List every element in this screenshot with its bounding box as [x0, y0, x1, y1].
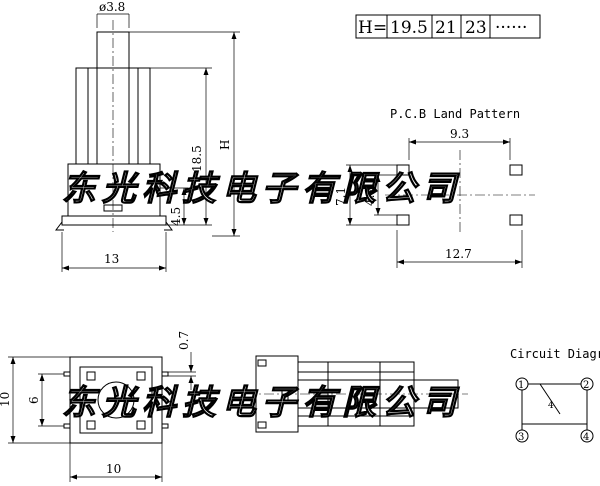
height-value-more: ······: [495, 18, 527, 38]
pin-offset-label: 0.7: [177, 331, 191, 350]
circuit-pin-1: 1: [518, 380, 524, 391]
circuit-pin-4: 4: [583, 432, 589, 443]
height-table: H= 19.5 21 23 ······: [355, 14, 541, 39]
circuit-pin-3: 3: [518, 432, 524, 443]
front-view: ø3.8 13 18.5 H 4.5: [55, 0, 240, 272]
watermark-lower: 东光科技电子有限公司: [62, 383, 462, 423]
circuit-switch-label: 4: [548, 401, 554, 411]
total-height-label: H: [218, 140, 232, 150]
pcb-outer-span-label: 12.7: [445, 247, 472, 261]
pcb-row-pitch-outer-label: 7.1: [334, 187, 348, 206]
pcb-row-pitch-inner-label: 4.9: [363, 187, 377, 206]
side-view: [246, 355, 468, 433]
bottom-view: 10 6 10 0.7: [0, 331, 196, 482]
bottom-inner-height-label: 6: [27, 396, 41, 404]
shaft-height-label: 18.5: [190, 145, 204, 172]
body-width-label: 13: [104, 252, 119, 266]
circuit-diagram: Circuit Diagram 1 2 3 4 4: [510, 347, 600, 443]
base-height-label: 4.5: [169, 207, 183, 226]
height-table-label: H=: [358, 18, 387, 38]
watermark-upper: 东光科技电子有限公司: [62, 169, 462, 209]
pcb-title: P.C.B Land Pattern: [390, 107, 520, 121]
shaft-diameter-label: ø3.8: [99, 0, 125, 14]
bottom-width-label: 10: [106, 462, 121, 476]
bottom-outer-height-label: 10: [0, 392, 12, 407]
watermark: 东光科技电子有限公司 东光科技电子有限公司: [61, 168, 462, 423]
pcb-inner-span-label: 9.3: [450, 127, 469, 141]
height-value-1: 19.5: [390, 18, 428, 38]
pcb-land-pattern: P.C.B Land Pattern 9.3 12.7 7.1 4.9: [334, 107, 535, 268]
height-value-2: 21: [435, 18, 457, 38]
circuit-title: Circuit Diagram: [510, 347, 600, 361]
circuit-pin-2: 2: [583, 380, 589, 391]
height-value-3: 23: [465, 18, 487, 38]
